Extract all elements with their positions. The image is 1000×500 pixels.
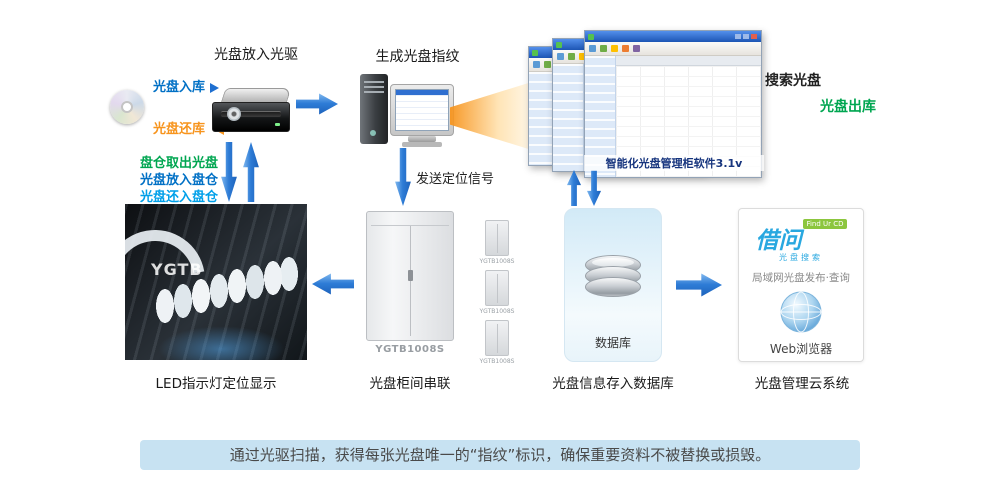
database-panel: 数据库 <box>564 208 662 362</box>
cabinet-lock <box>408 270 413 281</box>
mini-cabinet-icon <box>485 220 509 256</box>
database-label: 数据库 <box>594 336 631 350</box>
cloud-logo-sub: 光盘搜索 <box>779 253 823 262</box>
flow-arrow-up-icon <box>243 142 259 202</box>
bin-in-label: 光盘放入盘仓 <box>140 173 219 188</box>
mini-cabinet-model: YGTB1008S <box>479 258 515 265</box>
flow-arrow-left-icon <box>312 273 354 295</box>
photo-watermark: YGTB <box>151 260 203 279</box>
database-icon <box>565 255 661 297</box>
led-glow <box>157 326 286 360</box>
globe-icon <box>780 291 822 333</box>
led-rack-photo: YGTB <box>125 204 307 360</box>
disc-return-text: 光盘还库 <box>153 122 206 137</box>
mini-cabinet-icon <box>485 270 509 306</box>
cd-disc-icon <box>110 90 144 124</box>
cabinet-model: YGTB1008S <box>375 344 445 355</box>
flow-arrow-down-icon <box>395 148 411 206</box>
mini-cabinet: YGTB1008S <box>474 220 520 265</box>
mini-cabinet-model: YGTB1008S <box>479 358 515 365</box>
cabinet-body <box>366 211 454 341</box>
optical-drive-icon <box>212 88 292 134</box>
window-sidebar <box>553 64 584 171</box>
cloud-badge: Find Ur CD <box>803 219 847 229</box>
banner-note: 通过光驱扫描，获得每张光盘唯一的“指纹”标识，确保重要资料不被替换或损毁。 <box>140 440 860 470</box>
web-browser-label: Web浏览器 <box>769 342 833 356</box>
cloud-logo: 借问 <box>755 228 802 254</box>
window-toolbar <box>585 42 761 56</box>
cloud-caption: 光盘管理云系统 <box>754 376 850 392</box>
flow-arrow-right-icon <box>296 93 338 115</box>
monitor-stand <box>408 136 436 142</box>
monitor-base <box>402 142 442 147</box>
disc-cabinet-photo: YGTB1008S <box>354 206 466 362</box>
send-signal-label: 发送定位信号 <box>416 172 495 187</box>
mini-cabinet-model: YGTB1008S <box>479 308 515 315</box>
flow-arrow-down-icon <box>221 142 237 202</box>
mini-cabinet-icon <box>485 320 509 356</box>
bin-return-label: 光盘还入盘仓 <box>140 190 219 205</box>
bin-out-label: 盘仓取出光盘 <box>140 156 219 171</box>
window-titlebar <box>585 31 761 42</box>
projection-beam <box>450 80 538 152</box>
database-caption: 光盘信息存入数据库 <box>552 376 674 392</box>
fingerprint-step-title: 生成光盘指纹 <box>375 49 460 65</box>
disc-in-label: 光盘入库 <box>153 76 224 95</box>
flow-arrow-up-icon <box>566 170 582 206</box>
cloud-logo-row: 借问Find Ur CD <box>739 219 863 255</box>
mini-cabinet: YGTB1008S <box>474 270 520 315</box>
computer-monitor-icon <box>390 84 454 136</box>
search-disc-label: 搜索光盘 <box>765 73 821 89</box>
mini-cabinet: YGTB1008S <box>474 320 520 365</box>
drive-step-title: 光盘放入光驱 <box>214 47 298 63</box>
cabinet-caption: 光盘柜间串联 <box>369 376 451 392</box>
led-caption: LED指示灯定位显示 <box>155 376 277 392</box>
disc-in-text: 光盘入库 <box>153 80 206 95</box>
disc-out-label: 光盘出库 <box>820 99 876 115</box>
cloud-lan-line: 局域网光盘发布·查询 <box>752 272 850 284</box>
arrow-right-icon <box>210 82 224 93</box>
cloud-system-panel: 借问Find Ur CD 光盘搜索 局域网光盘发布·查询 Web浏览器 <box>738 208 864 362</box>
software-name: 智能化光盘管理柜软件3.1v <box>584 155 764 171</box>
flow-arrow-right-icon <box>676 273 722 297</box>
computer-tower-icon <box>360 74 388 144</box>
